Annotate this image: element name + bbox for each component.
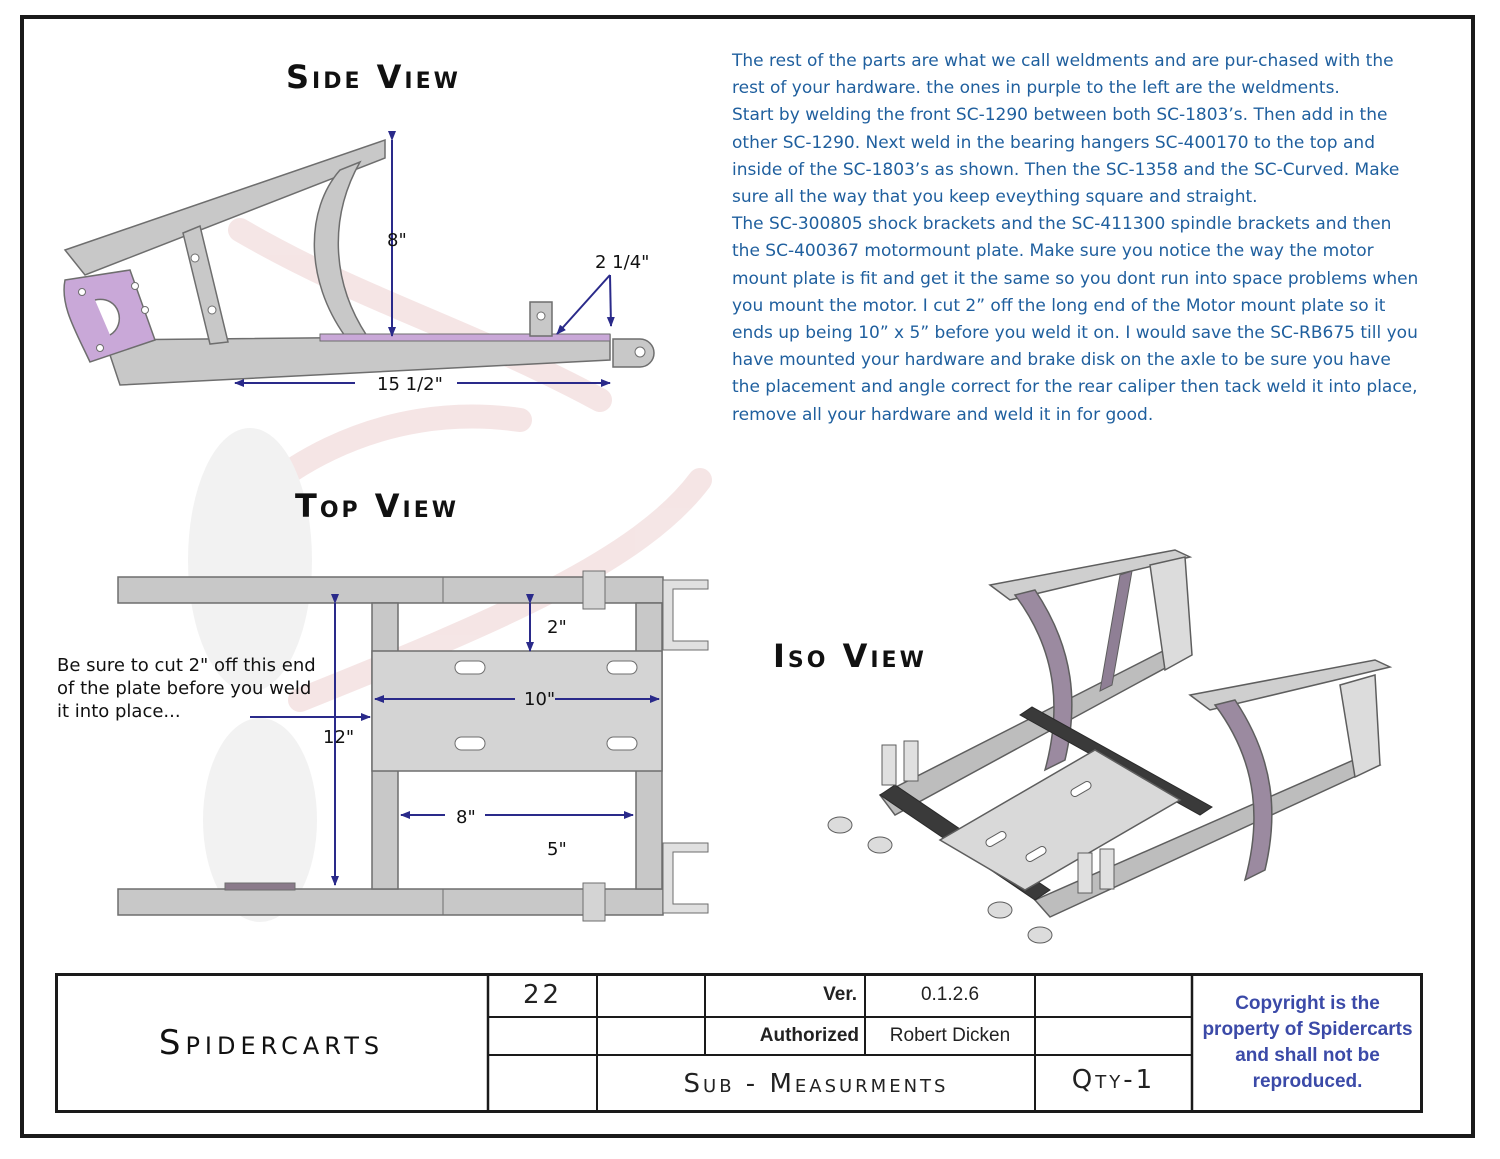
authorized-value: Robert Dicken [889,1025,1011,1046]
sheet-number: 22 [522,980,563,1010]
top-upper-rail [117,576,664,604]
copyright-notice: Copyright is the property of Spidercarts… [1202,993,1413,1092]
side-lower-rail [103,334,611,386]
iso-left-upper-rail [988,549,1193,601]
iso-right-upper-rail [1188,659,1393,711]
side-vertical-brace [182,224,229,345]
iso-shock-tab [1077,852,1093,894]
iso-left-bearing-hanger [1149,556,1193,672]
version-label: Ver. [823,984,857,1005]
drawing-border [20,15,1475,1138]
iso-end-link [827,816,853,834]
top-clevis-upper [662,579,709,651]
instruction-paragraph: Start by welding the front SC-1290 betwe… [732,105,1400,208]
side-view-drawing: 8" 2 1/4" 15 1/2" [63,131,655,395]
side-view-title: Side View [286,58,461,96]
top-clevis-lower [662,842,709,914]
instructions-text: The rest of the parts are what we call w… [732,48,1422,429]
iso-end-link [1027,926,1053,944]
version-value: 0.1.2.6 [920,984,980,1005]
top-bracket-upper [582,570,606,610]
iso-end-link [867,836,893,854]
iso-shock-tab [1099,848,1115,890]
side-end-link [612,338,655,368]
title-block: Spidercarts 22 Ver. 0.1.2.6 Authorized R… [55,973,1423,1113]
top-plate-width-label: 5" [547,839,567,860]
instruction-paragraph: The rest of the parts are what we call w… [732,51,1394,99]
iso-left-vertical-brace [1099,570,1133,692]
top-width-label: 12" [323,727,354,748]
company-name: Spidercarts [158,1023,385,1063]
iso-shock-tab [903,740,919,782]
title-block-grid [55,973,1423,1113]
top-gap-label: 2" [547,617,567,638]
side-motor-plate [319,333,611,342]
drawing-title: Sub - Measurments [683,1069,949,1099]
top-view-title: Top View [295,487,460,525]
cut-plate-note: Be sure to cut 2" off this end of the pl… [57,655,316,722]
top-plate-length-label: 10" [524,689,555,710]
authorized-label: Authorized [759,1025,859,1046]
side-upper-rail [63,138,386,276]
top-view-drawing: 2" 10" 12" 8" 5" [117,570,709,922]
iso-end-link [987,901,1013,919]
quantity: Qty-1 [1071,1065,1156,1095]
side-length-label: 15 1/2" [377,374,443,395]
top-inner-label: 8" [456,807,476,828]
iso-view-drawing [827,549,1393,944]
iso-motor-plate [938,749,1182,891]
top-lower-rail [117,888,664,916]
top-bracket-lower [582,882,606,922]
iso-shock-tab [881,744,897,786]
iso-right-bearing-hanger [1339,674,1381,779]
side-height-label: 8" [387,230,407,251]
iso-right-curved-brace [1213,699,1273,882]
iso-view-title: Iso View [773,637,927,675]
instruction-paragraph: The SC-300805 shock brackets and the SC-… [732,214,1419,425]
side-curved-brace [313,160,369,337]
side-tab-label: 2 1/4" [595,252,649,273]
